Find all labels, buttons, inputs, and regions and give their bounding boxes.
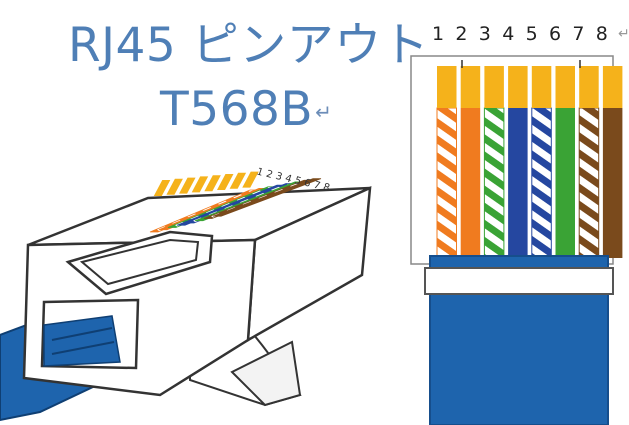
front-view-pin-label-6: 6 (549, 23, 561, 45)
front-view-wires (436, 60, 623, 259)
plug-contact-5 (204, 175, 221, 192)
front-view-wire-3 (483, 107, 505, 259)
front-view-strain-relief (424, 267, 614, 295)
front-view-wire-1 (436, 107, 457, 259)
plug-latch-edge (230, 340, 302, 407)
front-view-wire-4 (508, 108, 528, 258)
plug-contact-6 (216, 174, 234, 190)
plug-pin-label-2: 2 (265, 169, 274, 181)
title-line-2: T568B↵ (160, 82, 332, 137)
title-line-1: RJ45 ピンアウト (68, 6, 429, 75)
plug-pin-label-8: 8 (322, 182, 331, 194)
front-view-contact-8 (602, 66, 623, 108)
plug-contact-1 (153, 180, 171, 196)
plug-tab-inner (79, 238, 200, 286)
plug-contacts (153, 171, 259, 196)
plug-cable-in-opening (43, 315, 121, 367)
plug-contact-8 (242, 171, 259, 188)
front-view-pin-label-3: 3 (479, 23, 491, 45)
plug-contact-3 (179, 177, 196, 194)
front-view-pin-label-5: 5 (526, 23, 538, 45)
plug-contact-7 (229, 172, 247, 189)
plug-pin-label-5: 5 (293, 175, 302, 187)
front-view-wire-6 (555, 108, 575, 258)
plug-pin-label-7: 7 (312, 180, 321, 192)
front-view-pin-label-4: 4 (502, 23, 514, 45)
front-view-wire-5 (531, 107, 552, 259)
front-view-contact-5 (531, 66, 552, 108)
plug-contact-4 (191, 176, 209, 193)
plug-cable-line (51, 327, 113, 341)
plug-wire-8 (212, 178, 322, 217)
front-view-pin-label-1: 1 (432, 23, 444, 45)
front-view-pin-label-8: 8 (596, 23, 608, 45)
plug-contact-2 (166, 178, 183, 195)
title-text: RJ45 ピンアウト (68, 18, 430, 73)
front-view-wire-7 (578, 107, 600, 259)
front-view-contact-2 (460, 66, 481, 108)
plug-pin-label-4: 4 (284, 173, 293, 185)
plug-pin-label-3: 3 (274, 171, 283, 183)
plug-wires (149, 178, 322, 233)
standard-name: T568B (160, 82, 314, 137)
front-view-pin-label-7: 7 (572, 23, 584, 45)
plug-pin-label-1: 1 (255, 166, 264, 178)
trailing-return-mark: ↵ (618, 26, 629, 42)
return-mark: ↵ (315, 100, 333, 124)
front-view-contact-7 (579, 66, 599, 108)
front-view-pin-label-2: 2 (455, 23, 467, 45)
front-view-contact-3 (484, 66, 504, 108)
plug-cable-line (51, 341, 115, 355)
plug-pin-label-6: 6 (303, 177, 312, 189)
front-view-contact-1 (437, 66, 457, 108)
front-view-contact-6 (555, 66, 575, 108)
front-view-contact-4 (508, 66, 528, 108)
front-view-wire-8 (602, 108, 623, 258)
front-view-wire-2 (460, 108, 481, 258)
